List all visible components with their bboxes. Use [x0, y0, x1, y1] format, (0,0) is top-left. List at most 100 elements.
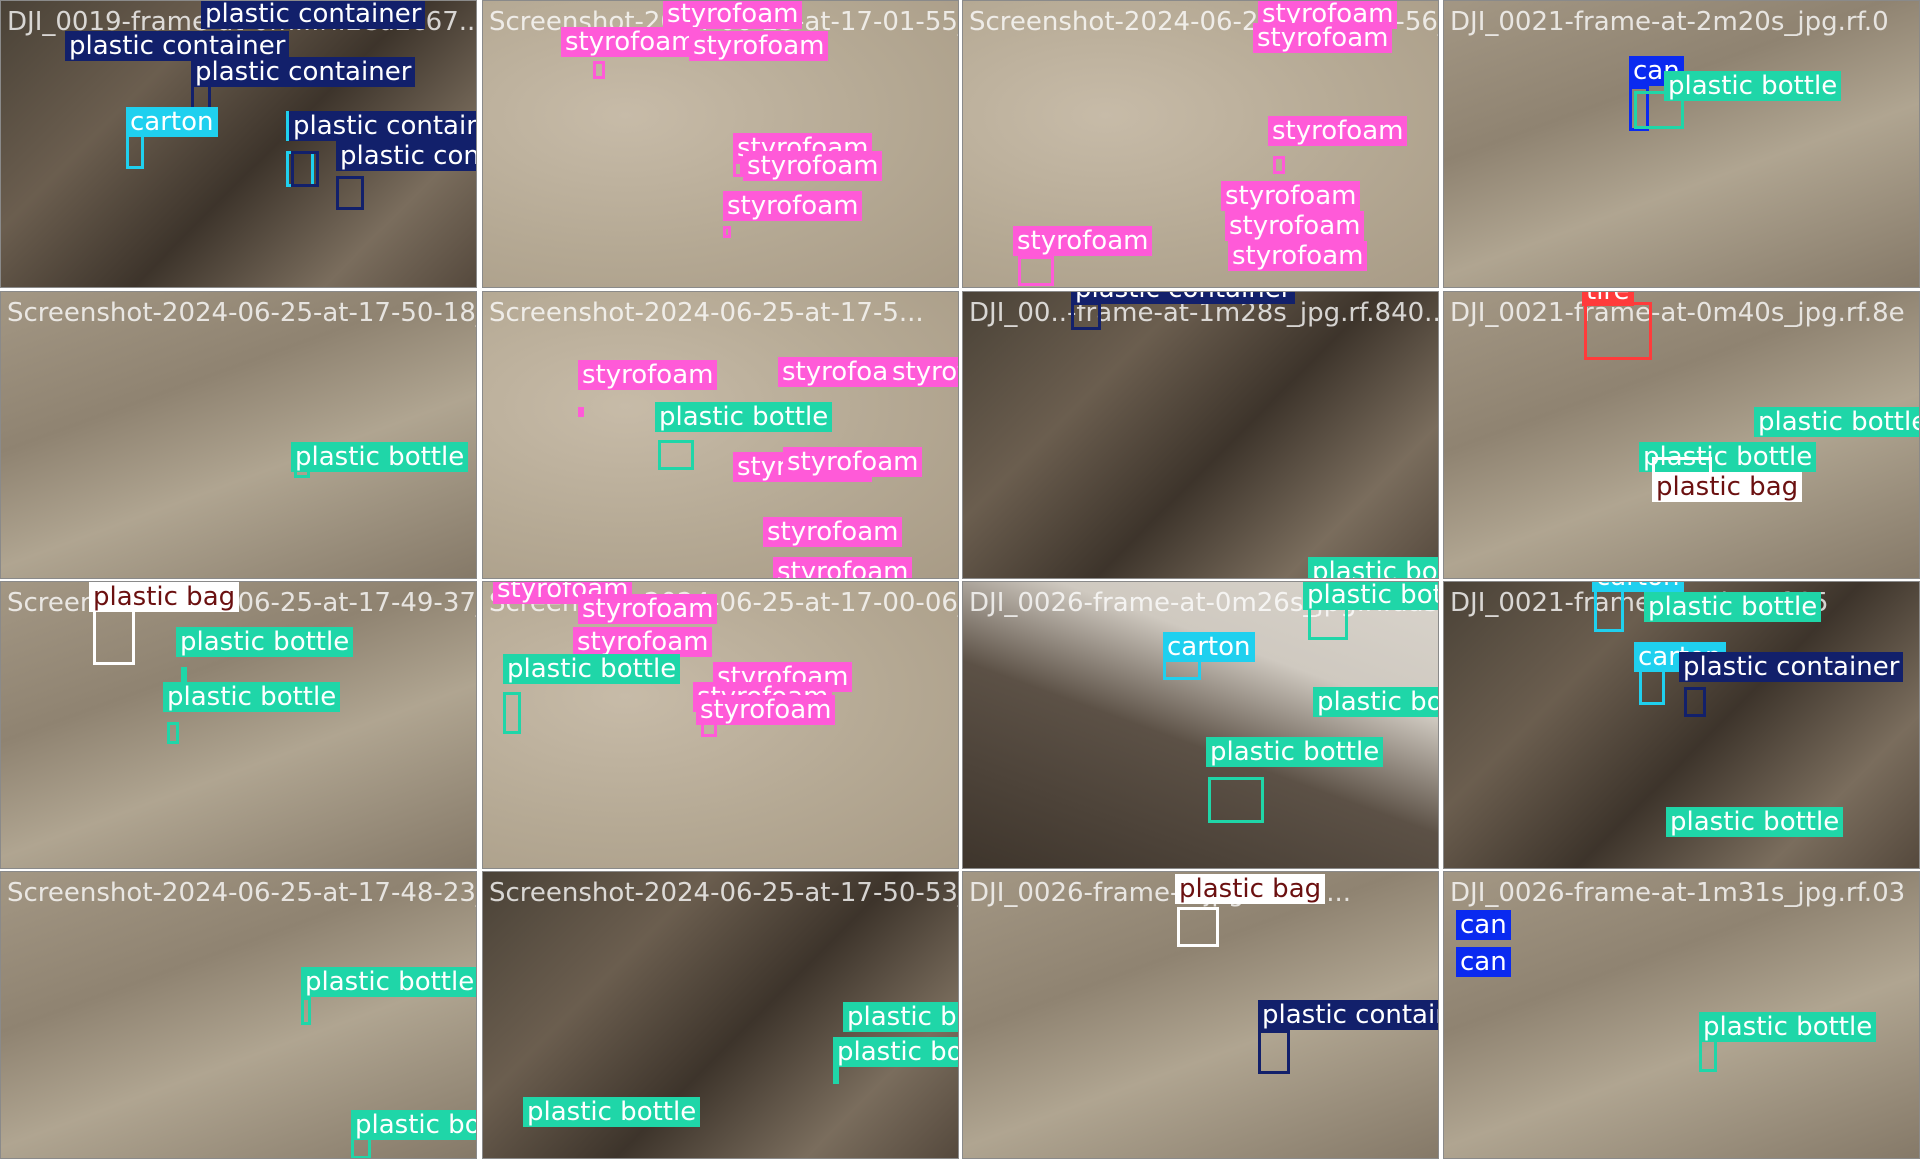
- detection-box: [167, 722, 179, 744]
- image-tile: Screenshot-2024-06-25-at-17-00-06_pngsty…: [482, 581, 959, 869]
- tile-filename: Screenshot-2024-06-25-at-17-50-53_png: [489, 878, 958, 908]
- detection-label: plastic bottle: [523, 1097, 701, 1127]
- detection-label: styrofoam: [578, 360, 718, 390]
- detection-box: [733, 161, 743, 177]
- detection-box: [1634, 91, 1684, 129]
- detection-label: carton: [126, 107, 218, 137]
- detection-label: plastic container: [1679, 652, 1904, 682]
- detection-label: styrofoam: [561, 27, 701, 57]
- image-tile: DJI_0021-frame-at-...jpg.rf.65cartonplas…: [1443, 581, 1920, 869]
- detection-label: plastic bottle: [301, 967, 476, 997]
- image-tile: DJI_00..-frame-at-1m28s_jpg.rf.840...pla…: [962, 291, 1439, 579]
- detection-box: [336, 176, 364, 210]
- image-tile: Screenshot-2024-06-25-at-17-5...styrofoa…: [482, 291, 959, 579]
- detection-box: [1208, 777, 1264, 823]
- detection-label: styrofoam: [888, 357, 958, 387]
- detection-label: styrofoam: [573, 627, 713, 657]
- detection-box: [503, 692, 521, 734]
- tile-filename: DJI_0021-frame-at-2m20s_jpg.rf.0: [1450, 7, 1889, 37]
- detection-label: plastic container: [336, 141, 476, 171]
- detection-label: plastic bottle: [1754, 407, 1919, 437]
- image-tile: Screenshot-2024-06-25-at-17-48-23_png.rf…: [0, 871, 477, 1159]
- detection-box: [1177, 907, 1219, 947]
- tile-photo: [1, 582, 476, 868]
- tile-filename: Screenshot-2024-06-25-at-17-50-18_png.rf: [7, 298, 476, 328]
- detection-box: [658, 440, 694, 470]
- tile-filename: DJI_0026-frame-at-1m31s_jpg.rf.03: [1450, 878, 1906, 908]
- detection-label: plastic bottle: [1308, 557, 1438, 578]
- detection-box: [1684, 687, 1706, 717]
- detection-label: plastic bag: [1652, 472, 1803, 502]
- tile-filename: Screenshot-2024-06-25-at-17-49-37_png.rf: [7, 588, 476, 618]
- detection-label: plastic bottle: [1206, 737, 1384, 767]
- image-tile: DJI_0019-frame-at-0m...rf.2ed2c67...plas…: [0, 0, 477, 288]
- detection-box: [1584, 302, 1652, 360]
- detection-label: styrofoam: [723, 191, 863, 221]
- detection-label: styrofoam: [773, 557, 913, 578]
- detection-label: tire: [1582, 292, 1634, 306]
- detection-label: plastic bottle: [1303, 582, 1438, 610]
- detection-label: plastic bottle: [1313, 687, 1438, 717]
- detection-box: [1018, 256, 1054, 286]
- detection-label: plastic bottle: [163, 682, 341, 712]
- tile-photo: [483, 582, 958, 868]
- detection-label: plastic container: [1071, 292, 1296, 304]
- detection-label: plastic bottle: [503, 654, 681, 684]
- detection-label: plastic container: [289, 111, 476, 141]
- detection-box: [1639, 667, 1665, 705]
- detection-label: plastic bottle: [291, 442, 469, 472]
- image-tile: Screenshot-2024-06-25-at-17-50-53_pngpla…: [482, 871, 959, 1159]
- image-tile: Screenshot-2024-06-25-at-17-49-37_png.rf…: [0, 581, 477, 869]
- detection-label: plastic bag: [89, 582, 240, 612]
- image-tile: DJI_0026-frame-...jpg.rf.d5c...plastic b…: [962, 871, 1439, 1159]
- detection-label: styrofoam: [743, 151, 883, 181]
- detection-label: plastic bag: [1175, 874, 1326, 904]
- detection-label: can: [1456, 910, 1511, 940]
- detection-label: carton: [1163, 632, 1255, 662]
- detection-label: styrofoam: [1228, 241, 1368, 271]
- detection-label: styrofoam: [1253, 23, 1393, 53]
- detection-label: plastic bottle: [351, 1110, 476, 1140]
- detection-label: styrofoam: [783, 447, 923, 477]
- detection-label: plastic bottle: [176, 627, 354, 657]
- image-tile: Screenshot-2024-06-25-at-17-50-18_png.rf…: [0, 291, 477, 579]
- detection-label: plastic bottle: [655, 402, 833, 432]
- detection-label: styrofoam: [1013, 226, 1153, 256]
- detection-box: [1071, 302, 1101, 330]
- detection-box: [1258, 1030, 1290, 1074]
- detection-box: [351, 1137, 371, 1158]
- detection-label: carton: [1592, 582, 1684, 592]
- detection-label: styrofoam: [696, 695, 836, 725]
- detection-label: styrofoam: [663, 1, 803, 29]
- tile-filename: Screenshot-2024-06-25-at-17-48-23_png.rf: [7, 878, 476, 908]
- tile-photo: [1, 292, 476, 578]
- detection-box: [1629, 86, 1649, 131]
- tile-filename: DJI_0021-frame-at-0m40s_jpg.rf.8e: [1450, 298, 1905, 328]
- tile-photo: [1444, 1, 1919, 287]
- image-tile: Screenshot-2024-06-25-at-17-01-55_png.rf…: [482, 0, 959, 288]
- detection-label: plastic container: [1258, 1000, 1438, 1030]
- detection-label: plastic container: [191, 57, 416, 87]
- tile-photo: [963, 582, 1438, 868]
- detection-box: [181, 667, 187, 683]
- detection-label: styrofoam: [689, 31, 829, 61]
- detection-label: plastic container: [201, 1, 426, 29]
- detection-label: plastic bottle: [1666, 807, 1844, 837]
- detection-box: [301, 997, 311, 1025]
- detection-box: [593, 61, 605, 79]
- detection-label: plastic bottle: [1699, 1012, 1877, 1042]
- detection-label: styrofoam: [578, 594, 718, 624]
- detection-box: [291, 151, 319, 187]
- detection-label: plastic bottle: [843, 1002, 958, 1032]
- detection-label: plastic bottle: [833, 1037, 958, 1067]
- detection-box: [578, 407, 584, 417]
- tile-photo: [963, 292, 1438, 578]
- detection-label: plastic bottle: [1664, 71, 1842, 101]
- detection-label: plastic bottle: [1644, 592, 1822, 622]
- detection-label: styrofoam: [763, 517, 903, 547]
